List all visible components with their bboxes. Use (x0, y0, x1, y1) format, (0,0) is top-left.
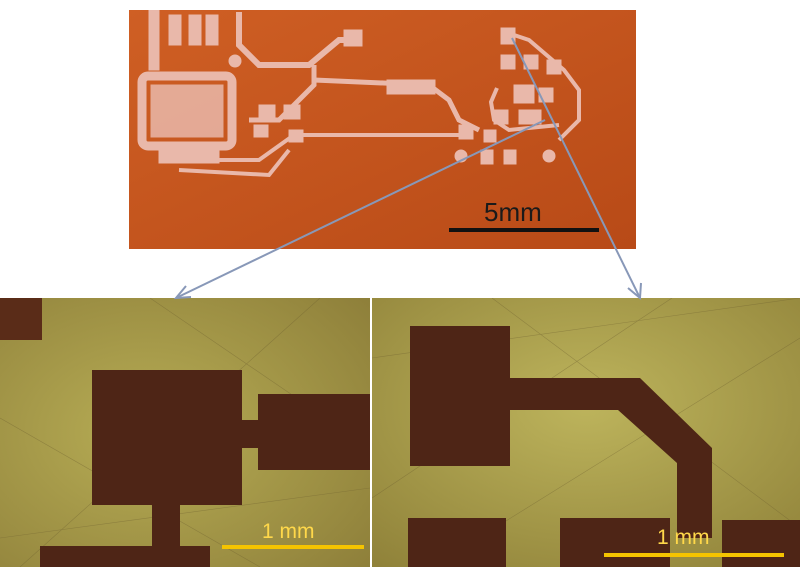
micrograph-left (0, 298, 370, 567)
micrograph-right (372, 298, 800, 567)
pcb-overview-photo (129, 10, 636, 249)
bottom-left-scale-label: 1 mm (262, 520, 315, 543)
top-scale-label: 5mm (484, 197, 542, 227)
bottom-right-scale-label: 1 mm (657, 526, 710, 549)
